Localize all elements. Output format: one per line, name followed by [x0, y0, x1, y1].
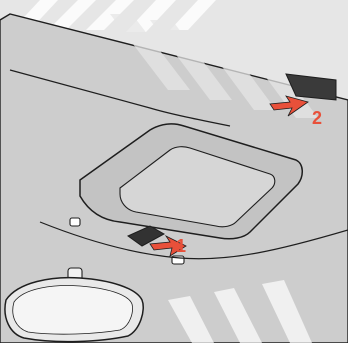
callout-2-label: 2	[312, 108, 322, 128]
mirror-glass	[13, 286, 133, 335]
callout-1-label: 1	[176, 236, 186, 256]
